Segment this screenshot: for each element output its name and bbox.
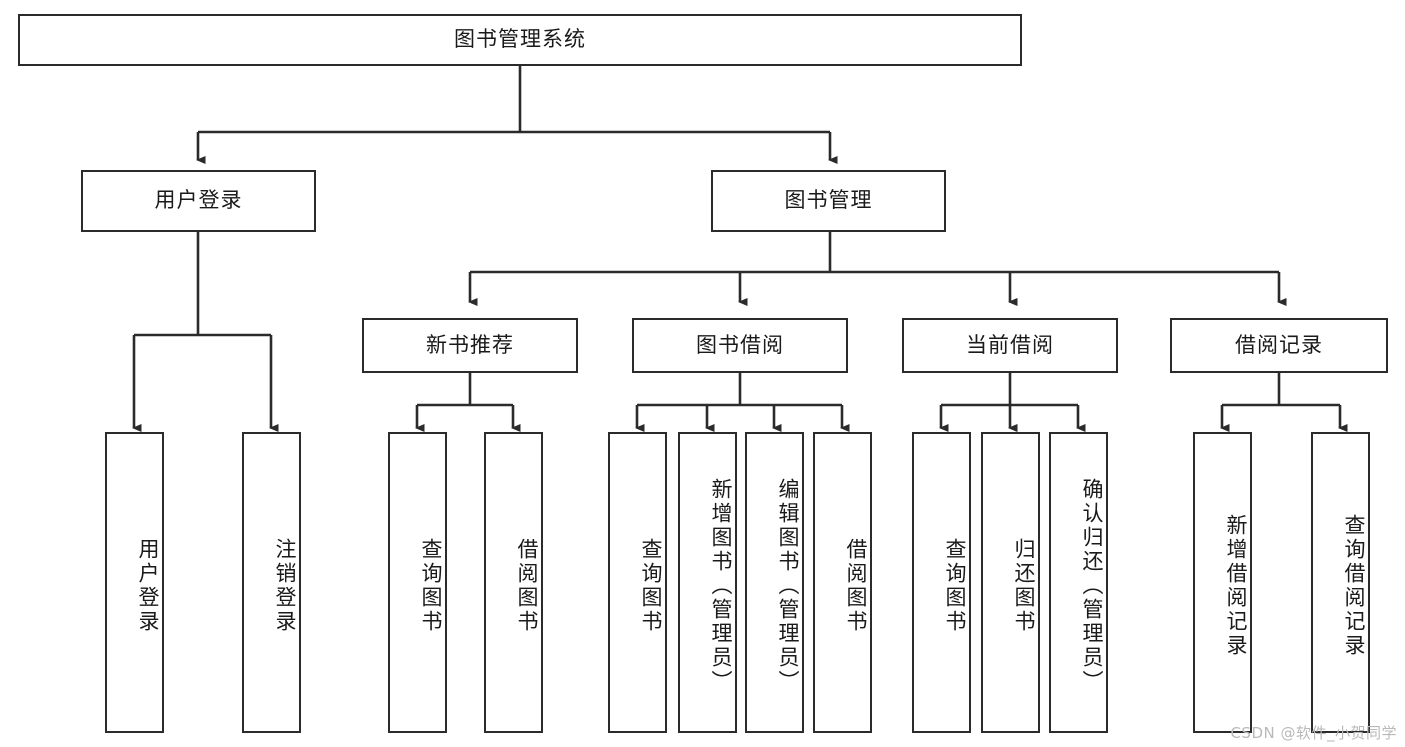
- node-label: 编辑图书（管理员）: [776, 477, 800, 694]
- leaf-book-borrow-1[interactable]: 查询图书: [608, 432, 667, 733]
- node-label: 图书借阅: [696, 332, 784, 357]
- node-root-book-management-system[interactable]: 图书管理系统: [18, 14, 1022, 66]
- leaf-borrow-record-2[interactable]: 查询借阅记录: [1311, 432, 1370, 733]
- node-label: 确认归还（管理员）: [1080, 477, 1104, 694]
- leaf-current-borrow-2[interactable]: 归还图书: [981, 432, 1040, 733]
- leaf-new-book-recommend-2[interactable]: 借阅图书: [484, 432, 543, 733]
- node-label: 用户登录: [136, 537, 160, 634]
- node-label: 查询图书: [639, 537, 663, 634]
- leaf-user-login-1[interactable]: 用户登录: [105, 432, 164, 733]
- leaf-current-borrow-3[interactable]: 确认归还（管理员）: [1049, 432, 1108, 733]
- leaf-current-borrow-1[interactable]: 查询图书: [912, 432, 971, 733]
- leaf-book-borrow-3[interactable]: 编辑图书（管理员）: [745, 432, 804, 733]
- node-label: 查询借阅记录: [1342, 513, 1366, 658]
- node-borrow-record[interactable]: 借阅记录: [1170, 318, 1388, 373]
- node-label: 新增借阅记录: [1224, 513, 1248, 658]
- node-label: 图书管理: [784, 188, 873, 213]
- node-label: 新书推荐: [426, 332, 514, 357]
- node-current-borrow[interactable]: 当前借阅: [902, 318, 1118, 373]
- node-user-login[interactable]: 用户登录: [81, 170, 316, 232]
- node-label: 用户登录: [154, 188, 243, 213]
- node-label: 新增图书（管理员）: [709, 477, 733, 694]
- node-label: 归还图书: [1012, 537, 1036, 634]
- node-book-management[interactable]: 图书管理: [711, 170, 946, 232]
- node-label: 注销登录: [273, 537, 297, 634]
- node-book-borrow[interactable]: 图书借阅: [632, 318, 848, 373]
- watermark-text: CSDN @软件_小贺同学: [1230, 724, 1397, 742]
- leaf-borrow-record-1[interactable]: 新增借阅记录: [1193, 432, 1252, 733]
- node-label: 借阅图书: [844, 537, 868, 634]
- node-label: 当前借阅: [966, 332, 1054, 357]
- node-label: 借阅图书: [515, 537, 539, 634]
- node-label: 查询图书: [419, 537, 443, 634]
- leaf-book-borrow-4[interactable]: 借阅图书: [813, 432, 872, 733]
- node-new-book-recommend[interactable]: 新书推荐: [362, 318, 578, 373]
- node-label: 查询图书: [943, 537, 967, 634]
- leaf-book-borrow-2[interactable]: 新增图书（管理员）: [678, 432, 737, 733]
- node-label: 图书管理系统: [454, 27, 586, 52]
- leaf-new-book-recommend-1[interactable]: 查询图书: [388, 432, 447, 733]
- leaf-user-login-2[interactable]: 注销登录: [242, 432, 301, 733]
- node-label: 借阅记录: [1235, 332, 1323, 357]
